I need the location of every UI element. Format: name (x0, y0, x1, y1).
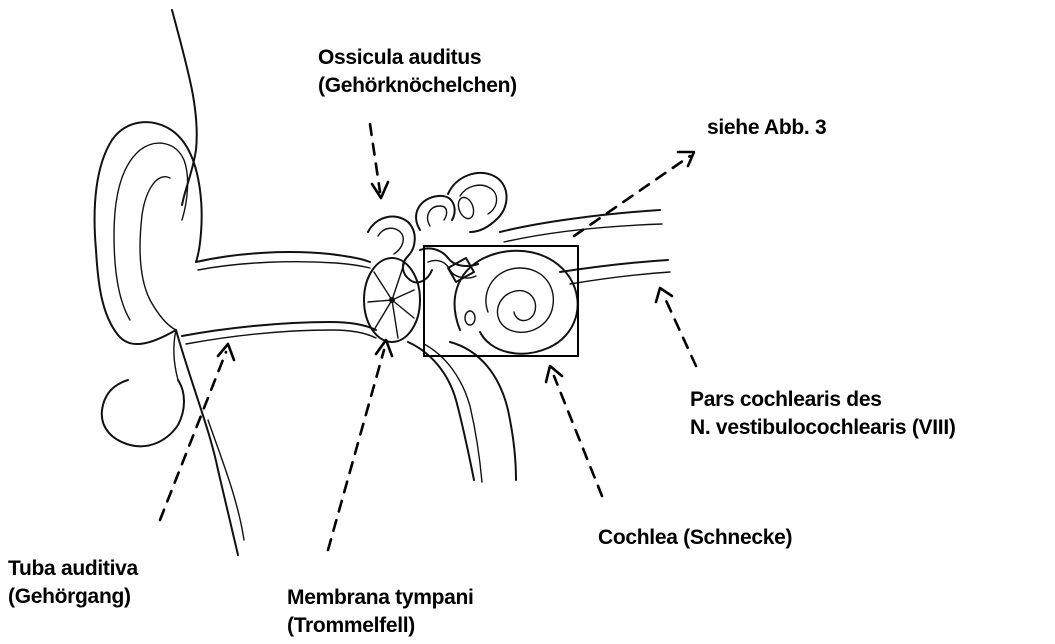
label-membrana-tympani: Membrana tympani (Trommelfell) (287, 584, 474, 640)
arrow-membrana (328, 340, 392, 550)
label-tuba-line2: (Gehörgang) (8, 583, 138, 611)
label-membrana-line2: (Trommelfell) (287, 612, 474, 640)
label-ossicula-auditus: Ossicula auditus (Gehörknöchelchen) (318, 44, 517, 100)
label-membrana-line1: Membrana tympani (287, 584, 474, 612)
label-cochlea-text: Cochlea (Schnecke) (598, 524, 792, 552)
cochlea (455, 251, 578, 354)
arrow-cochlea (546, 366, 602, 496)
lower-structures (408, 342, 516, 482)
label-siehe-abb: siehe Abb. 3 (707, 114, 826, 142)
ear-canal (182, 252, 376, 344)
label-pars-cochlearis: Pars cochlearis des N. vestibulocochlear… (690, 386, 956, 442)
auricle (95, 122, 202, 446)
arrow-siehe (574, 152, 694, 236)
label-siehe-text: siehe Abb. 3 (707, 114, 826, 142)
head-outline (172, 10, 244, 555)
label-pars-line1: Pars cochlearis des (690, 386, 956, 414)
label-cochlea: Cochlea (Schnecke) (598, 524, 792, 552)
semicircular-canals (416, 173, 507, 232)
label-pars-line2: N. vestibulocochlearis (VIII) (690, 414, 956, 442)
arrow-pars (656, 288, 696, 366)
label-tuba-line1: Tuba auditiva (8, 555, 138, 583)
label-ossicula-line1: Ossicula auditus (318, 44, 517, 72)
tympanic-membrane (364, 258, 420, 342)
arrow-ossicula (370, 124, 388, 198)
label-ossicula-line2: (Gehörknöchelchen) (318, 72, 517, 100)
label-tuba-auditiva: Tuba auditiva (Gehörgang) (8, 555, 138, 611)
